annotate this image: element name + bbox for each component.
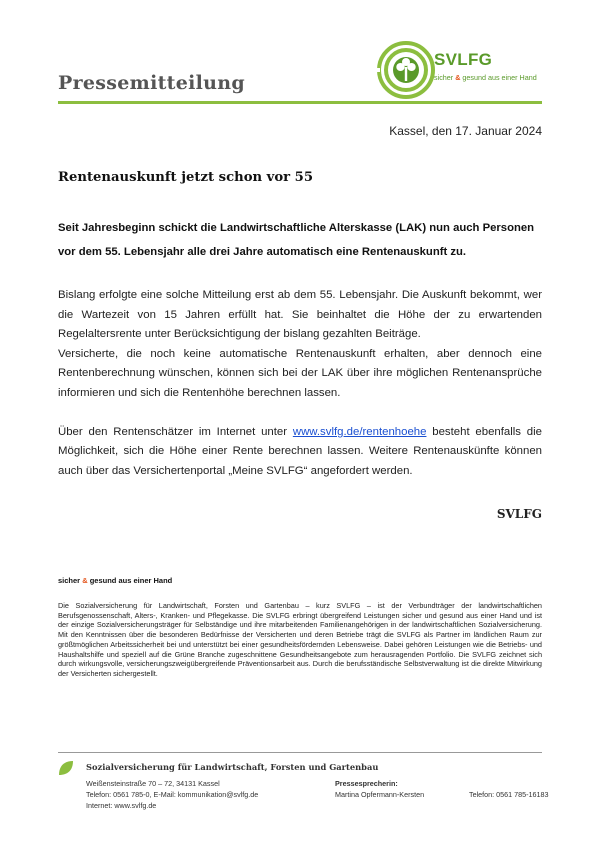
body-text: Bislang erfolgte eine solche Mitteilung …	[58, 286, 542, 481]
ampersand: &	[455, 73, 461, 82]
body-paragraph-3: Über den Rentenschätzer im Internet unte…	[58, 425, 542, 477]
signature: SVLFG	[496, 507, 542, 521]
header-divider	[58, 101, 542, 104]
about-slogan: sicher & gesund aus einer Hand	[58, 576, 173, 585]
footer-phone-email: Telefon: 0561 785-0, E-Mail: kommunikati…	[86, 790, 259, 799]
dateline: Kassel, den 17. Januar 2024	[389, 124, 542, 138]
footer-address: Weißensteinstraße 70 – 72, 34131 Kassel	[86, 779, 220, 788]
headline: Rentenauskunft jetzt schon vor 55	[58, 170, 314, 185]
footer-internet: Internet: www.svlfg.de	[86, 801, 157, 810]
logo-slogan: sicher & gesund aus einer Hand	[434, 73, 537, 82]
press-label: Pressesprecherin:	[335, 779, 398, 788]
footer-divider	[58, 752, 542, 753]
logo-name: SVLFG	[434, 50, 493, 69]
body-paragraph-2: Versicherte, die noch keine automatische…	[58, 347, 542, 399]
footer-contact: Weißensteinstraße 70 – 72, 34131 Kassel …	[86, 778, 258, 811]
about-text: Die Sozialversicherung für Landwirtschaf…	[58, 601, 542, 678]
press-phone: Telefon: 0561 785-16183	[469, 790, 549, 799]
page-title: Pressemitteilung	[58, 72, 245, 94]
body-paragraph-1: Bislang erfolgte eine solche Mitteilung …	[58, 289, 542, 340]
footer-org-name: Sozialversicherung für Landwirtschaft, F…	[86, 762, 379, 772]
press-name: Martina Opfermann-Kersten	[335, 790, 425, 799]
lead-paragraph: Seit Jahresbeginn schickt die Landwirtsc…	[58, 222, 535, 258]
rentenhoehe-link[interactable]: www.svlfg.de/rentenhoehe	[292, 425, 427, 438]
press-contact: Pressesprecherin: Martina Opfermann-Kers…	[335, 778, 549, 800]
svlfg-logo-icon	[376, 41, 435, 99]
leaf-icon	[59, 761, 73, 775]
